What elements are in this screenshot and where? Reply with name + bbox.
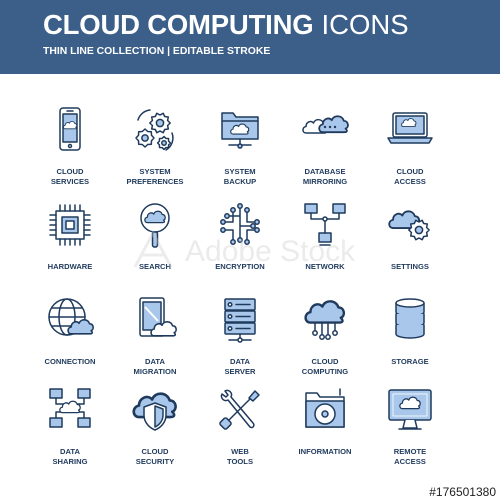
laptop-cloud-icon <box>385 105 435 155</box>
title-bold: CLOUD COMPUTING <box>43 9 314 40</box>
icon-label: CLOUD SECURITY <box>135 447 175 466</box>
gears-icon <box>130 105 180 155</box>
icon-label: STORAGE <box>391 357 429 366</box>
icon-cell: DATABASE MIRRORING <box>275 105 375 205</box>
icon-cell: DATA SERVER <box>190 295 290 395</box>
icon-label: HARDWARE <box>47 262 93 271</box>
subtitle: THIN LINE COLLECTION | EDITABLE STROKE <box>43 46 271 57</box>
smartphone-cloud-icon <box>45 105 95 155</box>
icon-label: CLOUD SERVICES <box>50 167 90 186</box>
server-rack-icon <box>215 295 265 345</box>
icon-cell: STORAGE <box>360 295 460 395</box>
magnifier-cloud-icon <box>130 200 180 250</box>
computers-sharing-icon <box>45 385 95 435</box>
icon-label: SYSTEM PREFERENCES <box>126 167 184 186</box>
icon-label: SYSTEM BACKUP <box>223 167 257 186</box>
icon-label: NETWORK <box>305 262 345 271</box>
icon-cell: DATA MIGRATION <box>105 295 205 395</box>
icon-label: DATA SERVER <box>224 357 256 376</box>
circuit-encryption-icon <box>215 200 265 250</box>
icon-label: DATA SHARING <box>52 447 88 466</box>
icon-cell: SYSTEM BACKUP <box>190 105 290 205</box>
icon-label: CLOUD ACCESS <box>394 167 426 186</box>
microchip-icon <box>45 200 95 250</box>
globe-cloud-icon <box>45 295 95 345</box>
footer-bar <box>0 484 500 500</box>
icon-label: CONNECTION <box>44 357 96 366</box>
icon-label: WEB TOOLS <box>226 447 254 466</box>
icon-cell: SYSTEM PREFERENCES <box>105 105 205 205</box>
header-banner: CLOUD COMPUTING ICONS THIN LINE COLLECTI… <box>0 0 500 74</box>
network-monitors-icon <box>300 200 350 250</box>
wrench-screwdriver-icon <box>215 385 265 435</box>
page-title: CLOUD COMPUTING ICONS <box>43 9 409 49</box>
icon-cell: REMOTE ACCESS <box>360 385 460 485</box>
icon-label: REMOTE ACCESS <box>393 447 427 466</box>
cloud-nodes-icon <box>300 295 350 345</box>
icon-cell: SETTINGS <box>360 200 460 300</box>
icon-cell: CONNECTION <box>20 295 120 395</box>
monitor-cloud-icon <box>385 385 435 435</box>
icon-cell: SEARCH <box>105 200 205 300</box>
icon-cell: CLOUD COMPUTING <box>275 295 375 395</box>
folder-disc-icon <box>300 385 350 435</box>
icon-label: SETTINGS <box>391 262 429 271</box>
icon-cell: CLOUD SECURITY <box>105 385 205 485</box>
icon-label: DATABASE MIRRORING <box>302 167 348 186</box>
stock-id: #176501380 <box>429 485 496 499</box>
icon-cell: CLOUD ACCESS <box>360 105 460 205</box>
database-mirroring-clouds-icon <box>300 105 350 155</box>
cloud-gear-icon <box>385 200 435 250</box>
icon-label: DATA MIGRATION <box>133 357 177 376</box>
icon-label: ENCRYPTION <box>215 262 265 271</box>
icon-cell: WEB TOOLS <box>190 385 290 485</box>
title-light: ICONS <box>321 9 409 40</box>
icon-cell: DATA SHARING <box>20 385 120 485</box>
icon-label: INFORMATION <box>298 447 352 456</box>
icon-label: SEARCH <box>138 262 172 271</box>
icon-cell: INFORMATION <box>275 385 375 485</box>
icon-cell: NETWORK <box>275 200 375 300</box>
icon-cell: HARDWARE <box>20 200 120 300</box>
database-storage-icon <box>385 295 435 345</box>
icon-cell: CLOUD SERVICES <box>20 105 120 205</box>
folder-cloud-network-icon <box>215 105 265 155</box>
icon-label: CLOUD COMPUTING <box>301 357 349 376</box>
tablet-cloud-migration-icon <box>130 295 180 345</box>
icon-cell: ENCRYPTION <box>190 200 290 300</box>
cloud-shield-icon <box>130 385 180 435</box>
